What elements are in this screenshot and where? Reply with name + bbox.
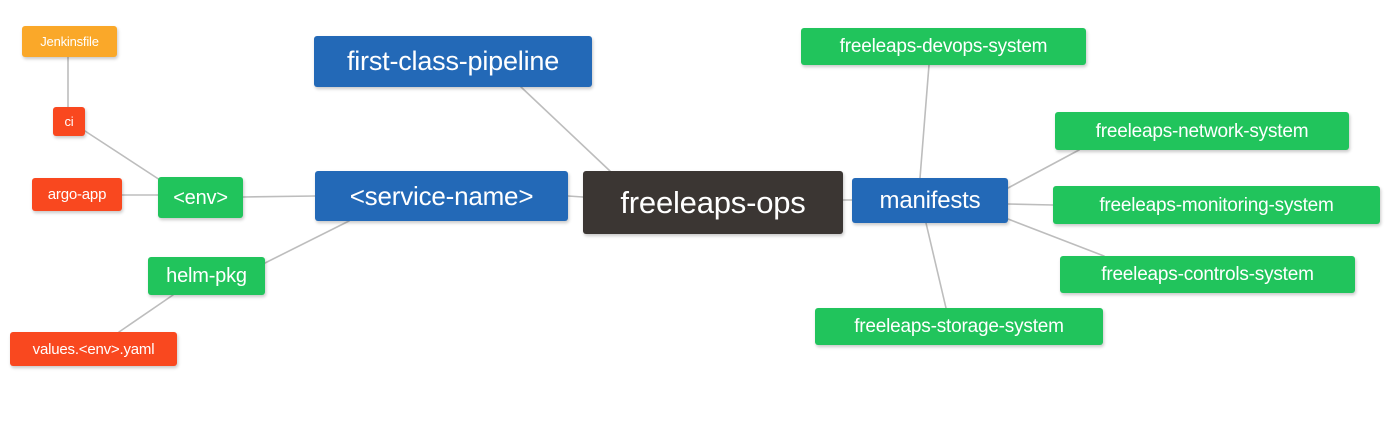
mindmap-node-values-env-yaml[interactable]: values.<env>.yaml [10, 332, 177, 366]
edge-manifests-devops [919, 64, 930, 179]
edge-ops-service [567, 195, 584, 198]
node-label-helm-pkg: helm-pkg [166, 265, 247, 287]
node-label-argo-app: argo-app [47, 186, 107, 203]
node-label-first-class-pipeline: first-class-pipeline [346, 46, 560, 76]
edge-manifests-network [1007, 149, 1080, 189]
edge-manifests-storage [925, 222, 947, 309]
node-label-freeleaps-controls-system: freeleaps-controls-system [1101, 264, 1314, 285]
mindmap-node-first-class-pipeline[interactable]: first-class-pipeline [314, 36, 592, 87]
mindmap-node-ci[interactable]: ci [53, 107, 85, 136]
edge-service-env [242, 195, 316, 198]
mindmap-node-freeleaps-controls-system[interactable]: freeleaps-controls-system [1060, 256, 1355, 293]
mindmap-node-helm-pkg[interactable]: helm-pkg [148, 257, 265, 295]
node-label-manifests: manifests [879, 186, 981, 214]
mindmap-node-freeleaps-devops-system[interactable]: freeleaps-devops-system [801, 28, 1086, 65]
mindmap-node-jenkinsfile[interactable]: Jenkinsfile [22, 26, 117, 57]
edge-manifests-monitoring [1007, 203, 1054, 206]
mindmap-node-env[interactable]: <env> [158, 177, 243, 218]
node-label-freeleaps-storage-system: freeleaps-storage-system [854, 316, 1064, 337]
mindmap-node-manifests[interactable]: manifests [852, 178, 1008, 223]
node-label-values-env-yaml: values.<env>.yaml [32, 340, 155, 358]
node-label-service-name: <service-name> [349, 181, 534, 211]
edge-manifests-controls [1007, 218, 1105, 257]
node-label-freeleaps-devops-system: freeleaps-devops-system [839, 36, 1048, 57]
mindmap-node-freeleaps-ops[interactable]: freeleaps-ops [583, 171, 843, 234]
node-label-freeleaps-network-system: freeleaps-network-system [1095, 120, 1309, 142]
node-label-jenkinsfile: Jenkinsfile [40, 34, 99, 49]
mindmap-node-freeleaps-monitoring-system[interactable]: freeleaps-monitoring-system [1053, 186, 1380, 224]
node-label-freeleaps-monitoring-system: freeleaps-monitoring-system [1099, 194, 1334, 216]
edge-env-ci [84, 130, 161, 181]
edge-ops-pipeline [520, 86, 611, 172]
node-label-env: <env> [173, 186, 228, 209]
edge-helm-values [118, 294, 174, 333]
mindmap-node-service-name[interactable]: <service-name> [315, 171, 568, 221]
edge-service-helm [264, 220, 350, 264]
mindmap-node-freeleaps-storage-system[interactable]: freeleaps-storage-system [815, 308, 1103, 345]
mindmap-node-argo-app[interactable]: argo-app [32, 178, 122, 211]
node-label-freeleaps-ops: freeleaps-ops [620, 185, 806, 220]
node-label-ci: ci [64, 114, 74, 129]
mindmap-node-freeleaps-network-system[interactable]: freeleaps-network-system [1055, 112, 1349, 150]
